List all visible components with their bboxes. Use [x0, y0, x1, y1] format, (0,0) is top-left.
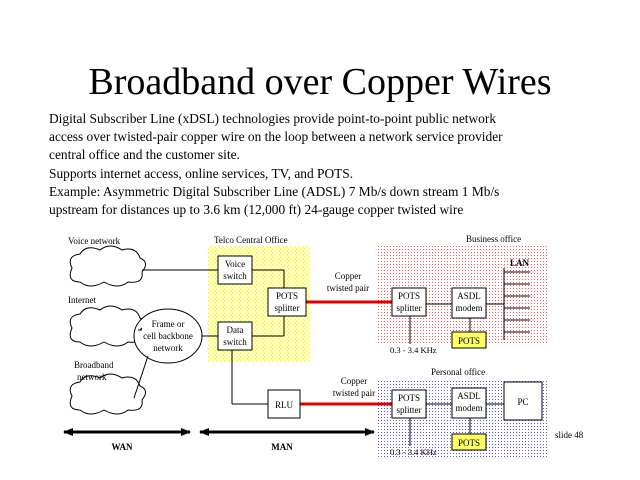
pots-splitter-label: POTS — [398, 291, 420, 301]
backbone-label: cell backbone — [143, 331, 193, 341]
pots-splitter-label: POTS — [276, 291, 298, 301]
voice-network-cloud — [69, 245, 146, 287]
backbone-label: Frame or — [152, 319, 185, 329]
body-line: access over twisted-pair copper wire on … — [49, 129, 503, 145]
frequency-label: 0.3 - 3.4 KHz — [390, 447, 437, 457]
adsl-modem-box — [451, 287, 487, 319]
body-line: upstream for distances up to 3.6 km (12,… — [49, 202, 464, 218]
body-line: Supports internet access, online service… — [49, 165, 354, 181]
central-office-label: Telco Central Office — [214, 235, 288, 245]
pots-splitter-label: splitter — [397, 405, 422, 415]
personal-office-label: Personal office — [431, 367, 485, 377]
business-office-label: Business office — [466, 234, 521, 244]
pots-splitter-label: splitter — [275, 303, 300, 313]
man-label: MAN — [271, 442, 293, 452]
wan-label: WAN — [111, 442, 133, 452]
pots-box — [451, 433, 487, 451]
pots-box — [451, 331, 487, 349]
lan-label: LAN — [510, 258, 530, 268]
copper-pair-label: twisted pair — [333, 388, 375, 398]
connector-lines — [133, 269, 504, 446]
body-text: Digital Subscriber Line (xDSL) technolog… — [49, 110, 634, 219]
broadband-network-label: Broadband — [74, 360, 114, 370]
adsl-modem-label: modem — [456, 403, 483, 413]
body-line: Example: Asymmetric Digital Subscriber L… — [49, 183, 500, 199]
voice-network-label: Voice network — [68, 236, 121, 246]
adsl-modem-label: modem — [456, 303, 483, 313]
copper-pair-label: Copper — [335, 271, 362, 281]
adsl-modem-label: ASDL — [457, 391, 481, 401]
voice-switch-label: Voice — [225, 259, 245, 269]
pots-splitter-box — [267, 287, 307, 317]
rlu-box — [267, 389, 301, 419]
pots-splitter-label: splitter — [397, 303, 422, 313]
rlu-label: RLU — [275, 400, 294, 410]
data-switch-label: Data — [227, 325, 244, 335]
pc-label: PC — [517, 397, 528, 407]
adsl-modem-label: ASDL — [457, 291, 481, 301]
internet-label: Internet — [68, 295, 96, 305]
pc-box — [503, 381, 543, 421]
pots-splitter-box — [391, 287, 427, 317]
broadband-network-label: network — [77, 372, 107, 382]
adsl-modem-box — [451, 387, 487, 419]
lan-bus — [486, 268, 530, 340]
pots-label: POTS — [458, 336, 480, 346]
copper-pair-label: twisted pair — [327, 283, 369, 293]
pots-splitter-box — [391, 389, 427, 419]
slide-number: slide 48 — [555, 430, 584, 440]
broadband-network-cloud — [69, 373, 146, 415]
backbone-label: network — [153, 343, 183, 353]
body-line: central office and the customer site. — [49, 147, 240, 163]
pots-splitter-label: POTS — [398, 393, 420, 403]
data-switch-box — [217, 321, 253, 351]
voice-switch-box — [217, 255, 253, 285]
voice-switch-label: switch — [223, 271, 247, 281]
frequency-label: 0.3 - 3.4 KHz — [390, 345, 437, 355]
pots-label: POTS — [458, 438, 480, 448]
slide-title: Broadband over Copper Wires — [88, 61, 552, 103]
copper-pair-label: Copper — [341, 376, 368, 386]
data-switch-label: switch — [223, 337, 247, 347]
body-line: Digital Subscriber Line (xDSL) technolog… — [49, 111, 497, 126]
